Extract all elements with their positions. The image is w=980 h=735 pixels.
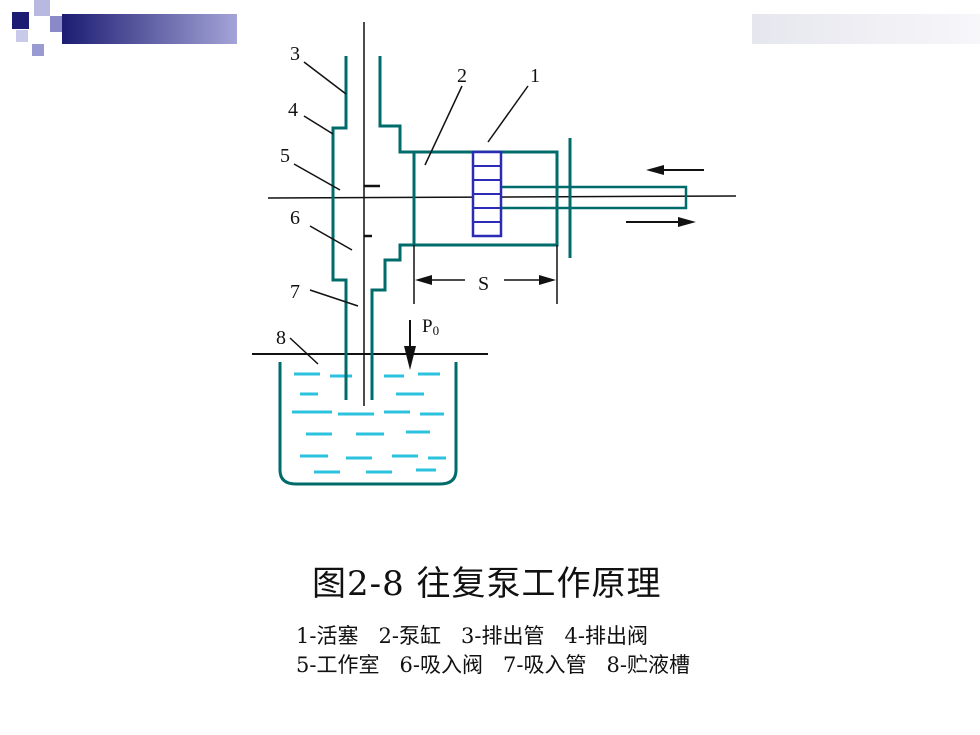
part-number-4: 4 bbox=[288, 99, 298, 121]
pressure-label-base: P bbox=[422, 316, 433, 337]
deco-square-dark bbox=[12, 12, 29, 29]
piston-rod bbox=[500, 185, 688, 210]
part-number-5: 5 bbox=[280, 145, 290, 167]
deco-gradient-bar bbox=[62, 14, 237, 44]
legend-item: 8-贮液槽 bbox=[606, 653, 690, 677]
piston bbox=[471, 150, 503, 238]
stroke-arrow-right-icon bbox=[539, 275, 556, 285]
part-number-8: 8 bbox=[276, 327, 286, 349]
pressure-down-arrow-icon bbox=[404, 320, 416, 370]
motion-right-arrow-icon bbox=[626, 217, 696, 227]
part-number-3: 3 bbox=[290, 43, 300, 65]
legend-item: 3-排出管 bbox=[461, 624, 545, 648]
legend-item: 7-吸入管 bbox=[503, 653, 587, 677]
stroke-label: S bbox=[478, 273, 489, 295]
part-number-2: 2 bbox=[457, 65, 467, 87]
pressure-label: P0 bbox=[422, 316, 439, 338]
part-number-1: 1 bbox=[530, 65, 540, 87]
leader-lines bbox=[289, 61, 529, 365]
slide-top-right-bar bbox=[752, 14, 980, 44]
liquid-dashes bbox=[292, 372, 446, 474]
storage-tank bbox=[278, 362, 458, 486]
legend-item: 2-泵缸 bbox=[378, 624, 441, 648]
figure-caption: 图2-8 往复泵工作原理 bbox=[312, 564, 662, 604]
legend-item: 4-排出阀 bbox=[564, 624, 648, 648]
legend-item: 5-工作室 bbox=[296, 653, 380, 677]
deco-square-small bbox=[32, 44, 44, 56]
part-number-6: 6 bbox=[290, 207, 300, 229]
pressure-label-subscript: 0 bbox=[433, 323, 440, 338]
pump-body bbox=[331, 56, 572, 400]
deco-square-light bbox=[34, 0, 50, 16]
slide-corner-decoration bbox=[0, 0, 240, 60]
deco-square-pale bbox=[16, 30, 28, 42]
legend-item: 6-吸入阀 bbox=[399, 653, 483, 677]
part-number-7: 7 bbox=[290, 281, 300, 303]
legend-item: 1-活塞 bbox=[296, 624, 359, 648]
motion-left-arrow-icon bbox=[646, 165, 704, 175]
stroke-arrow-left-icon bbox=[415, 275, 432, 285]
parts-legend: 1-活塞 2-泵缸 3-排出管 4-排出阀 5-工作室 6-吸入阀 7-吸入管 … bbox=[296, 622, 716, 680]
